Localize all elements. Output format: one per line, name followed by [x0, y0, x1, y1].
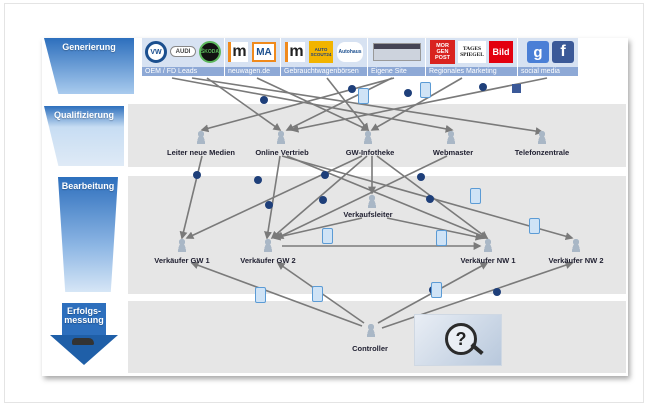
arrow-social-online [290, 77, 548, 133]
phone-icon [529, 218, 540, 234]
stage-measurement: Erfolgs- messung [62, 303, 106, 335]
node-verkaeufer-gw2: Verkäufer GW 2 [240, 256, 296, 265]
email-icon [417, 173, 425, 181]
node-leiter-neue-medien: Leiter neue Medien [167, 148, 235, 157]
email-icon [493, 288, 501, 296]
person-icon [262, 238, 274, 252]
facebook-icon [512, 84, 521, 93]
arrow-own-leiter [200, 77, 395, 133]
m-logo-1: m [228, 42, 248, 62]
arrow-webmaster-gw2 [275, 155, 448, 239]
arrow-usedcar-infotheke [326, 77, 369, 132]
arrow-controller-gw1 [190, 261, 363, 327]
person-icon [275, 130, 287, 144]
email-icon [404, 89, 412, 97]
flow-arrows [171, 77, 574, 329]
phone-icon [436, 230, 447, 246]
source-label-newcar: neuwagen.de [225, 67, 280, 76]
person-icon [445, 130, 457, 144]
phone-icon [358, 88, 369, 104]
email-icon [348, 85, 356, 93]
source-label-own-site: Eigene Site [368, 67, 425, 76]
person-icon [536, 130, 548, 144]
node-controller: Controller [352, 344, 388, 353]
source-label-social: social media [518, 67, 578, 76]
stage-generation-label: Generierung [62, 42, 116, 52]
facebook-icon: f [552, 41, 574, 63]
autoscout-logo: AUTO SCOUT24 [309, 41, 333, 63]
stage-qualification-label: Qualifizierung [53, 110, 114, 120]
email-icon [426, 195, 434, 203]
person-icon [366, 194, 378, 208]
phone-icon [431, 282, 442, 298]
phone-icon [312, 286, 323, 302]
arrow-verkaufsleiter-gw2 [272, 217, 363, 241]
lead-process-diagram: Generierung Qualifizierung Bearbeitung E… [42, 38, 628, 376]
node-verkaeufer-gw1: Verkäufer GW 1 [154, 256, 210, 265]
arrow-online-nw1 [286, 155, 489, 240]
node-gw-infotheke: GW-Infotheke [345, 148, 395, 157]
skoda-logo: ŠKODA [199, 41, 221, 63]
question-chart-icon: ? [414, 314, 502, 366]
stage-processing-label: Bearbeitung [61, 181, 115, 191]
stage-measurement-label: Erfolgs- messung [64, 306, 104, 325]
audi-logo: AUDI [170, 46, 196, 57]
ma-logo: MA [252, 42, 276, 62]
node-verkaeufer-nw1: Verkäufer NW 1 [460, 256, 516, 265]
node-online-vertrieb: Online Vertrieb [255, 148, 309, 157]
phone-icon [322, 228, 333, 244]
source-label-usedcar: Gebrauchtwagenbörsen [281, 67, 367, 76]
node-verkaeufer-nw2: Verkäufer NW 2 [548, 256, 604, 265]
stage-qualification: Qualifizierung [44, 106, 124, 166]
arrow-controller-nw2 [381, 261, 574, 329]
email-icon [321, 171, 329, 179]
own-site-screenshot [373, 43, 421, 61]
vw-logo: VW [145, 41, 167, 63]
email-icon [260, 96, 268, 104]
arrow-infotheke-gw1 [185, 155, 363, 239]
arrow-verkaufsleiter-nw1 [386, 217, 484, 241]
morgenpost-logo: MOR GEN POST [430, 40, 455, 64]
node-telefonzentrale: Telefonzentrale [514, 148, 570, 157]
person-icon [365, 323, 377, 337]
email-icon [254, 176, 262, 184]
tagesspiegel-logo: TAGES SPIEGEL [458, 41, 486, 63]
arrow-ma-infotheke [256, 77, 370, 131]
arrow-oem-telefon [191, 77, 544, 135]
person-icon [570, 238, 582, 252]
stage-processing: Bearbeitung [58, 177, 118, 292]
googleplus-icon: g [527, 41, 549, 63]
stage-generation: Generierung [44, 38, 134, 94]
node-webmaster: Webmaster [432, 148, 474, 157]
person-icon [195, 130, 207, 144]
person-icon [176, 238, 188, 252]
arrow-leiter-gw1 [179, 155, 203, 240]
email-icon [479, 83, 487, 91]
source-label-regional: Regionales Marketing [426, 67, 517, 76]
m-logo-2: m [285, 42, 305, 62]
autohaus-logo: Autohaus [337, 42, 363, 62]
email-icon [265, 201, 273, 209]
node-verkaufsleiter: Verkaufsleiter [343, 210, 393, 219]
source-label-oem: OEM / FD Leads [142, 67, 224, 76]
phone-icon [470, 188, 481, 204]
phone-icon [420, 82, 431, 98]
arrow-own-online [285, 77, 393, 131]
car-icon [72, 338, 94, 345]
person-icon [362, 130, 374, 144]
band-measurement [128, 301, 626, 373]
email-icon [319, 196, 327, 204]
email-icon [193, 171, 201, 179]
bild-logo: Bild [489, 41, 513, 63]
phone-icon [255, 287, 266, 303]
arrow-audi-online [206, 77, 282, 131]
person-icon [482, 238, 494, 252]
